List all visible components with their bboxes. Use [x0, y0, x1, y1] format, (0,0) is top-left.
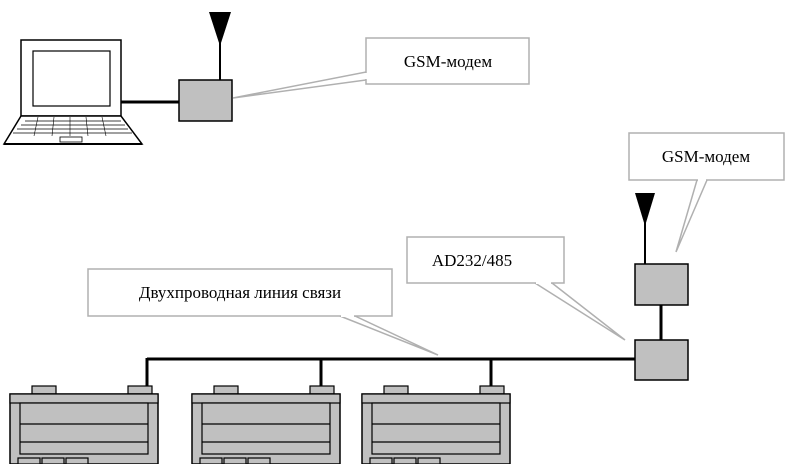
right-gsm-modem	[634, 193, 689, 306]
antenna-icon	[635, 193, 655, 226]
plc-controller-icon	[191, 385, 341, 464]
laptop-icon	[2, 39, 144, 145]
plc-controller-icon	[361, 385, 511, 464]
top-gsm-modem	[178, 12, 233, 122]
plc-controller-icon	[9, 385, 159, 464]
two-wire-bus	[145, 357, 635, 387]
converter-label: AD232/485	[432, 251, 512, 270]
bus-callout: Двухпроводная линия связи	[87, 268, 439, 356]
antenna-icon	[209, 12, 231, 46]
right-modem-label: GSM-модем	[662, 147, 750, 166]
ad232-485-converter	[634, 339, 689, 381]
right-modem-callout: GSM-модем	[628, 132, 785, 253]
top-modem-label: GSM-модем	[404, 52, 492, 71]
bus-label: Двухпроводная линия связи	[139, 283, 341, 302]
converter-callout: AD232/485	[406, 236, 626, 341]
top-modem-callout: GSM-модем	[232, 37, 530, 99]
